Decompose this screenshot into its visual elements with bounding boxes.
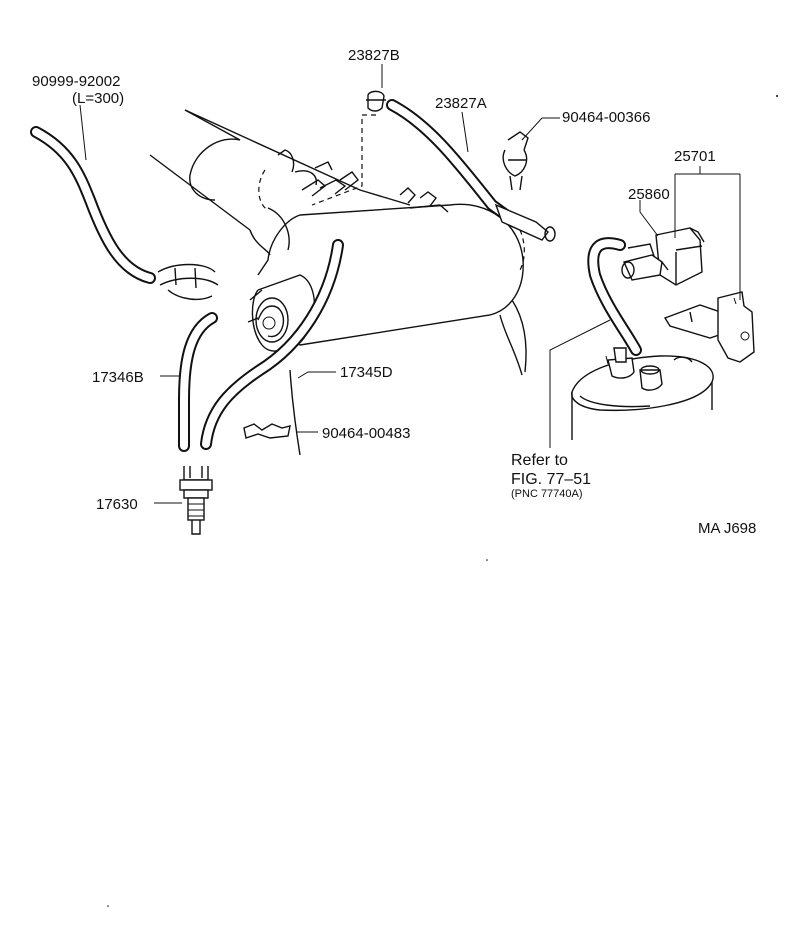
label-90464-00483: 90464-00483 — [322, 425, 410, 442]
bracket-25701 — [663, 291, 755, 363]
hose-to-vsv — [587, 237, 642, 356]
reference-line-1: Refer to — [511, 452, 568, 469]
label-90464-00366: 90464-00366 — [562, 109, 650, 126]
label-17346B: 17346B — [92, 369, 144, 386]
label-23827A: 23827A — [435, 95, 487, 112]
hose-90999-92002 — [30, 126, 156, 284]
scan-speck — [107, 905, 109, 907]
sensor-17630 — [179, 466, 213, 535]
hose-17346B — [178, 312, 218, 452]
hose-23827A — [386, 99, 556, 242]
label-17345D: 17345D — [340, 364, 393, 381]
charcoal-canister — [571, 347, 714, 440]
scan-speck — [776, 95, 778, 97]
label-90999-length-note: (L=300) — [72, 90, 124, 107]
label-17630: 17630 — [96, 496, 138, 513]
scan-speck — [486, 559, 488, 561]
intake-manifold — [149, 109, 527, 456]
reference-line-3: (PNC 77740A) — [511, 488, 583, 500]
hose-joint-clip — [157, 263, 219, 301]
vsv-25860 — [621, 227, 705, 286]
throttle-body — [247, 274, 316, 352]
leader-lines — [79, 64, 741, 504]
label-90999-92002: 90999-92002 — [32, 73, 120, 90]
label-25701: 25701 — [674, 148, 716, 165]
clamp-90464-00366 — [502, 131, 529, 191]
diagram-code: MA J698 — [698, 520, 756, 537]
clip-23827B — [366, 90, 386, 112]
label-23827B: 23827B — [348, 47, 400, 64]
clip-23827B-leader — [311, 114, 376, 206]
label-25860: 25860 — [628, 186, 670, 203]
hose-17345D — [200, 239, 344, 450]
manifold-fittings — [277, 149, 449, 213]
reference-line-2: FIG. 77–51 — [511, 471, 591, 488]
clamp-90464-00483 — [243, 423, 291, 439]
